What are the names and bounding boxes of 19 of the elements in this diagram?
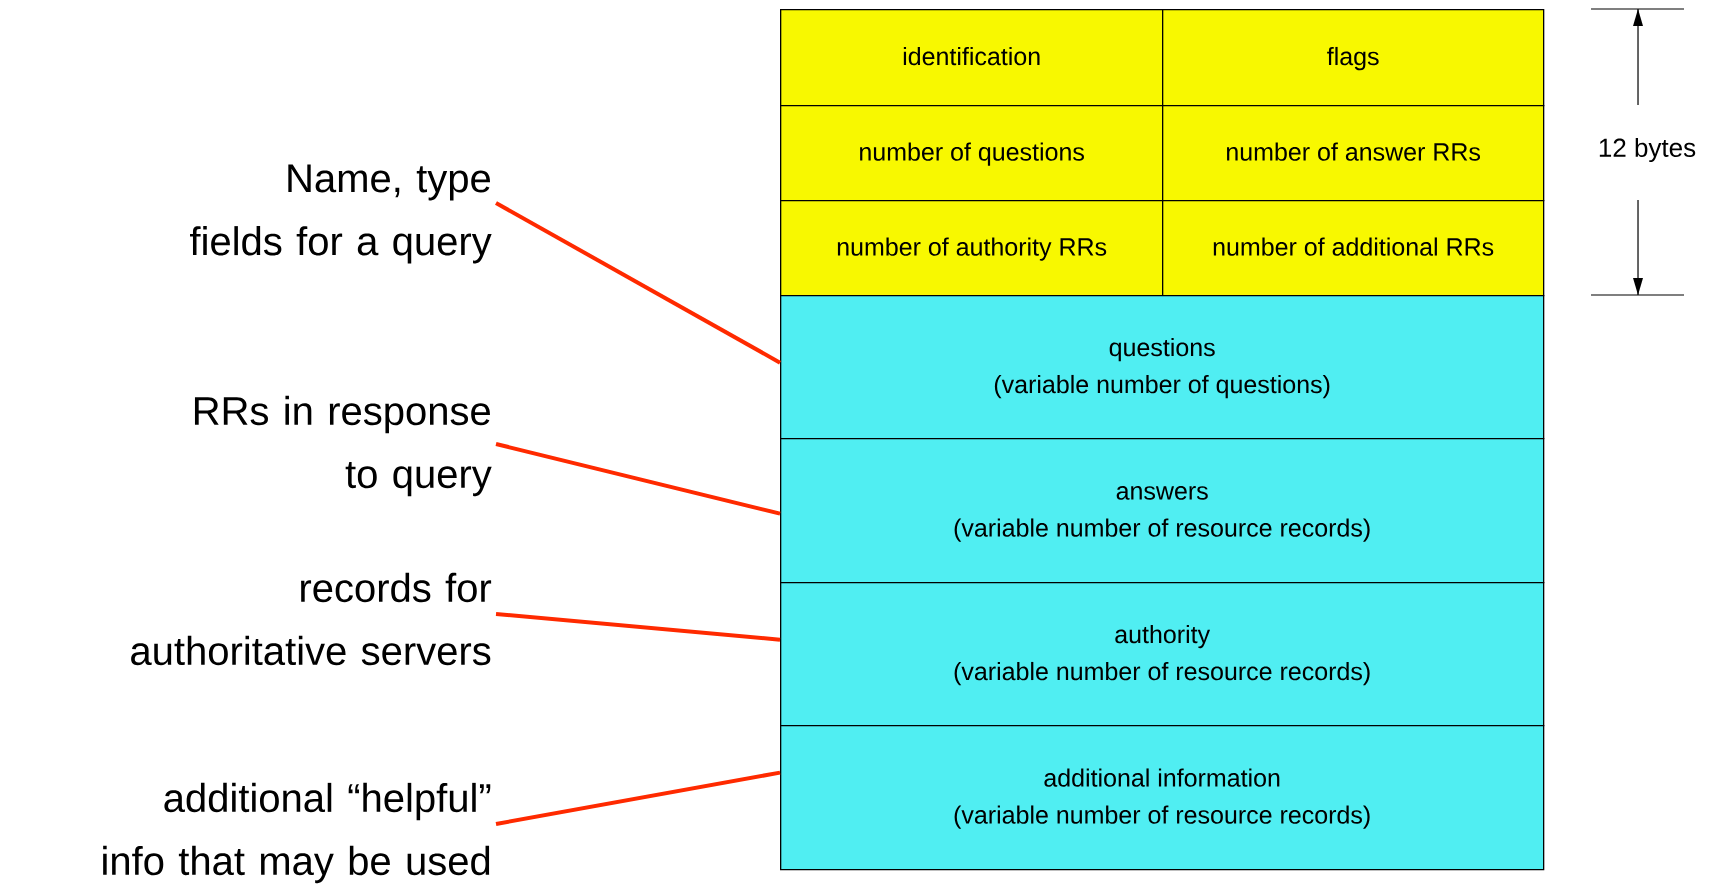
section-field: additional information (variable number of resource records) (780, 725, 1545, 871)
leader-line (495, 442, 781, 516)
header-field: number of additional RRs (1162, 200, 1545, 297)
section-field: answers (variable number of resource records) (780, 438, 1545, 584)
header-field: number of authority RRs (780, 200, 1164, 297)
header-field: number of questions (780, 105, 1164, 202)
dimension-label: 12 bytes (1599, 137, 1696, 163)
header-field: flags (1162, 9, 1545, 107)
leader-line (495, 201, 781, 365)
annotation: records for authoritative servers (131, 572, 492, 666)
section-field: authority (variable number of resource records) (780, 582, 1545, 727)
annotation: Name, type fields for a query (190, 164, 492, 264)
header-field: identification (780, 9, 1164, 107)
leader-line (495, 770, 781, 826)
annotation: RRs in response to query (194, 395, 492, 497)
header-field: number of answer RRs (1162, 105, 1545, 202)
section-field: questions (variable number of questions) (780, 295, 1545, 440)
annotation: additional “helpful” info that may be used (103, 782, 491, 884)
leader-line (495, 612, 781, 642)
